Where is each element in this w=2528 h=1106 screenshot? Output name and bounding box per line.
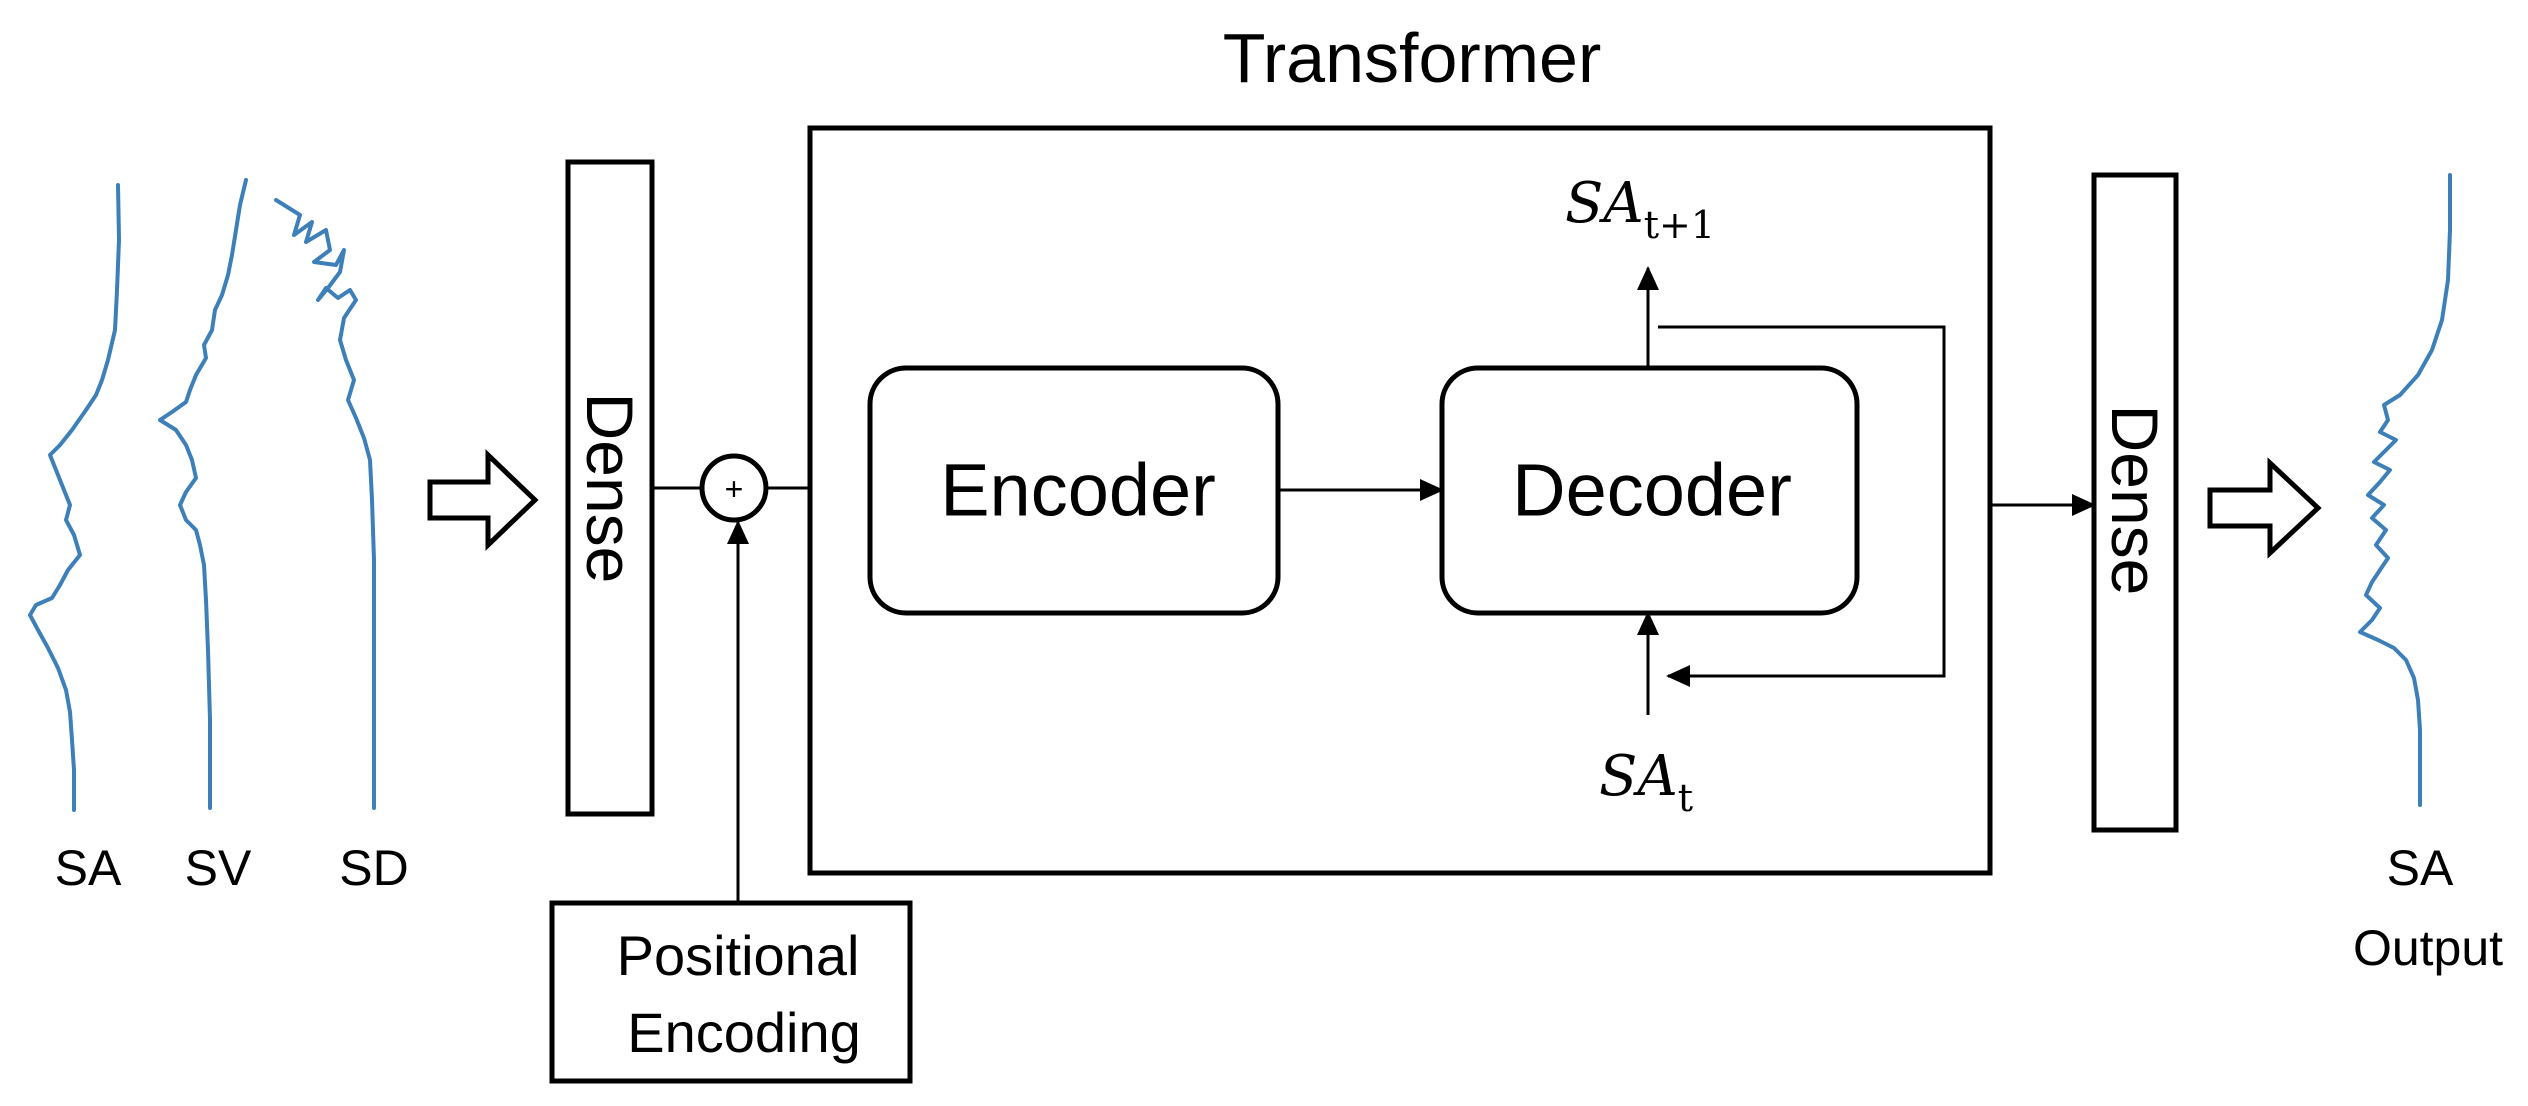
decoder-output-base: SA [1565, 171, 1644, 236]
decoder-output-sub: t+1 [1644, 203, 1715, 247]
signal-curve-sv [158, 178, 248, 810]
positional-encoding-box [549, 900, 913, 1084]
positional-encoding-line2: Encoding [627, 1001, 861, 1064]
output-signal-curve [2358, 173, 2452, 807]
dense-output-layer [2091, 172, 2179, 833]
dense-output-label: Dense [2098, 405, 2172, 596]
dense-input-layer [565, 159, 655, 817]
encoder-label: Encoder [940, 449, 1216, 532]
output-label-line2: Output [2353, 920, 2503, 976]
decoder-input-base: SA [1599, 744, 1678, 809]
input-label-sv: SV [185, 840, 252, 896]
input-label-sd: SD [339, 840, 408, 896]
output-arrow-icon [2207, 457, 2322, 559]
positional-encoding-line1: Positional [617, 924, 860, 987]
decoder-label: Decoder [1512, 449, 1792, 532]
feedback-loop-line [1658, 325, 1946, 687]
input-label-sa: SA [55, 840, 122, 896]
dense-input-label: Dense [573, 393, 647, 584]
add-symbol: + [725, 471, 744, 507]
input-arrow-icon [427, 449, 539, 551]
decoder-output-label: SAt+1 [1565, 171, 1715, 247]
signal-curve-sd [274, 198, 376, 810]
decoder-input-label: SAt [1599, 744, 1693, 820]
signal-curve-sa [28, 183, 121, 812]
transformer-title: Transformer [1223, 19, 1602, 97]
output-label-line1: SA [2387, 840, 2454, 896]
decoder-input-sub: t [1678, 776, 1693, 820]
